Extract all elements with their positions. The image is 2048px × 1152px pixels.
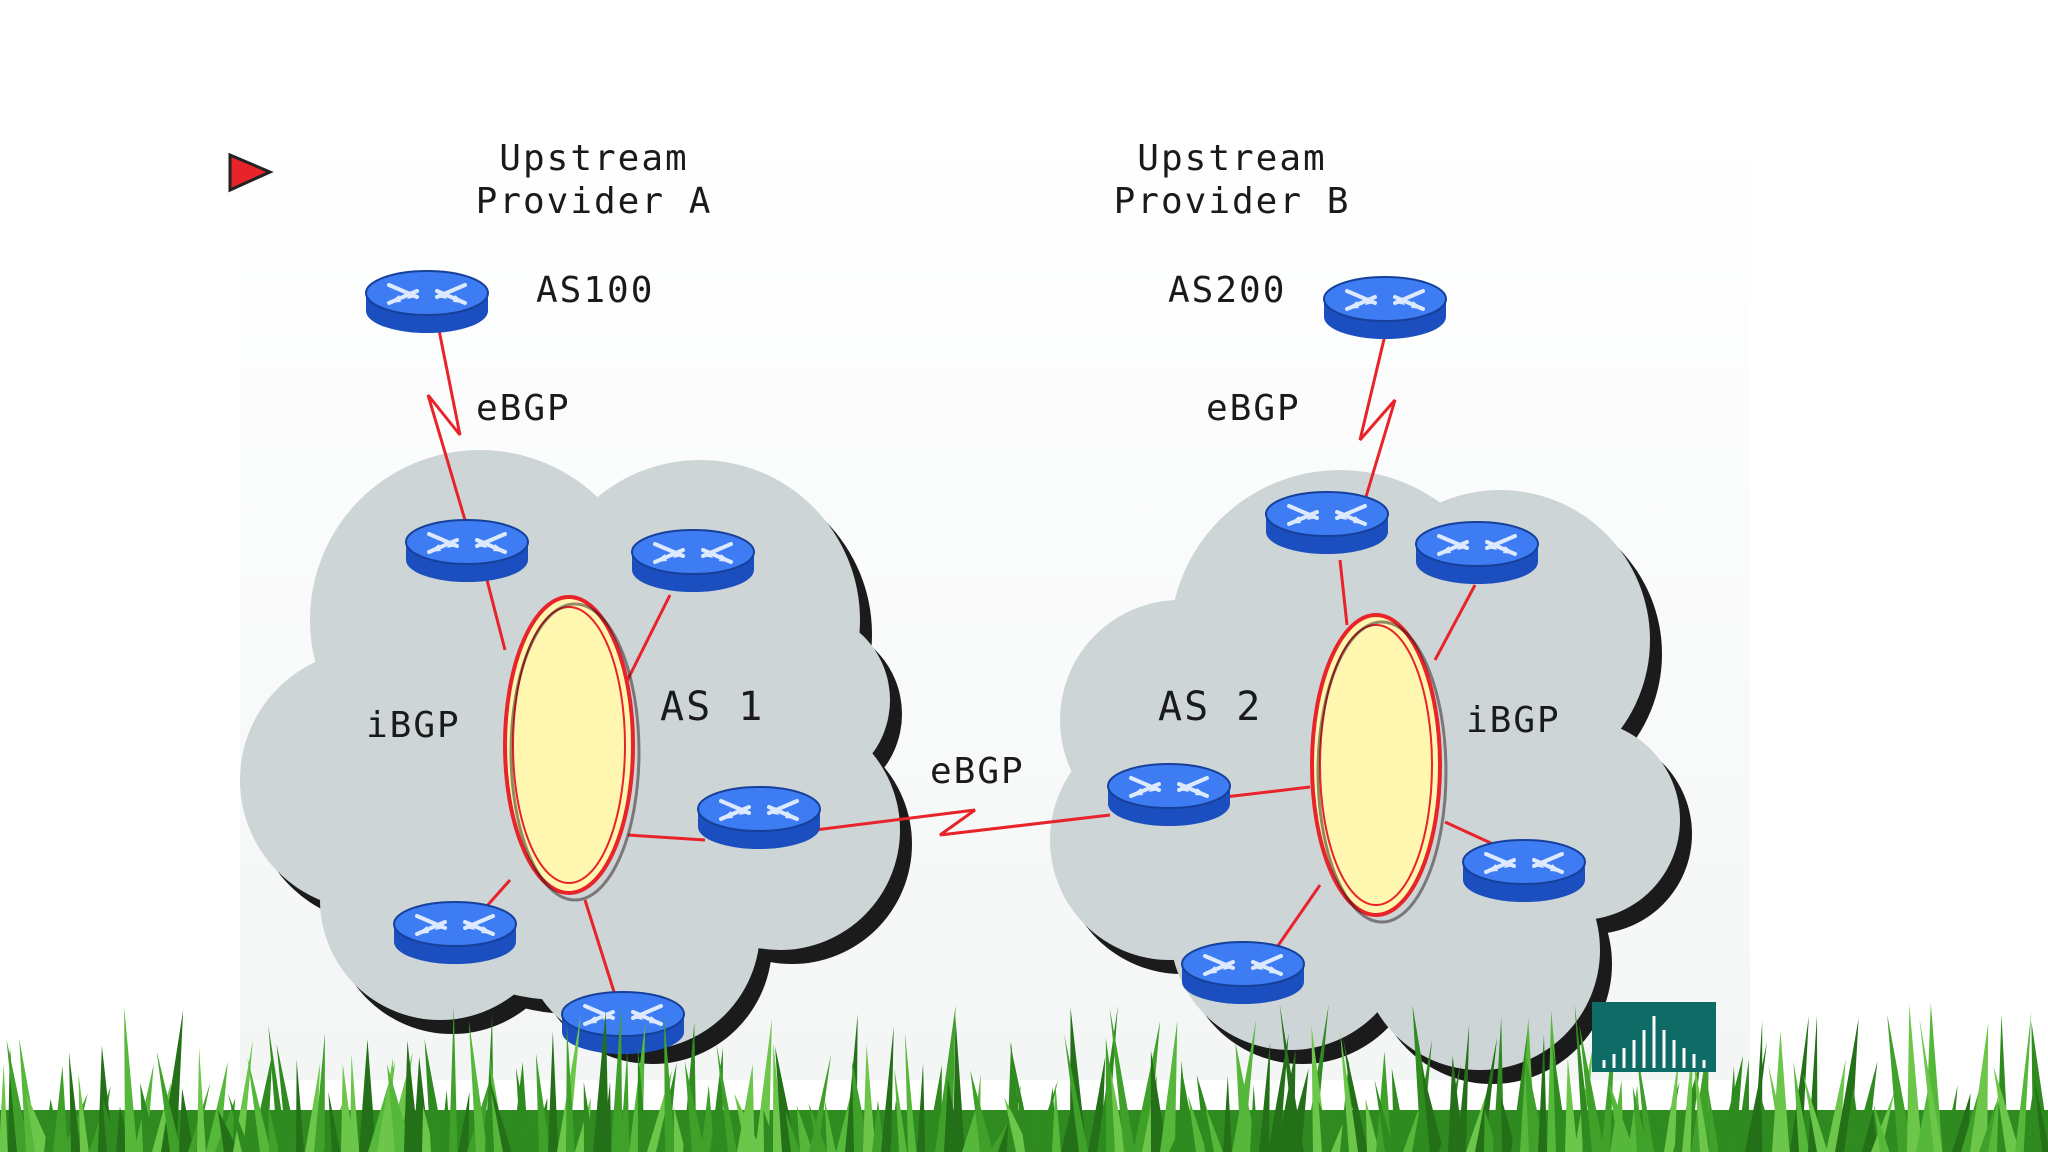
as2-label: AS 2 bbox=[1158, 684, 1262, 730]
ibgp-mesh-as1 bbox=[503, 595, 641, 902]
router-icon-as200 bbox=[1322, 275, 1448, 341]
router-icon-as1-top-left bbox=[404, 518, 530, 584]
router-icon-as2-top-left bbox=[1264, 490, 1390, 556]
red-triangle-pointer-icon bbox=[228, 152, 274, 193]
router-icon-as1-bottom-left bbox=[392, 900, 518, 966]
ibgp-mesh-as2 bbox=[1310, 613, 1448, 924]
links bbox=[426, 309, 1496, 996]
router-icon-as2-border bbox=[1106, 762, 1232, 828]
ebgp-link-as1-as2 bbox=[814, 808, 1111, 837]
as1-label: AS 1 bbox=[660, 684, 764, 730]
ebgp-link-as100 bbox=[426, 309, 467, 521]
ibgp-label-as1: iBGP bbox=[366, 705, 461, 746]
ebgp-label-b: eBGP bbox=[1206, 388, 1301, 429]
router-icon-as2-bottom bbox=[1180, 940, 1306, 1006]
provider-b-title-line1: Upstream bbox=[1137, 138, 1326, 179]
as200-label: AS200 bbox=[1168, 270, 1286, 311]
cisco-logo-icon bbox=[1592, 1002, 1716, 1072]
diagram-labels: Upstream Provider A Upstream Provider B … bbox=[366, 138, 1561, 792]
ebgp-label-middle: eBGP bbox=[930, 751, 1025, 792]
router-icon-as1-border bbox=[696, 785, 822, 851]
provider-a-title-line1: Upstream bbox=[499, 138, 688, 179]
provider-a-title-line2: Provider A bbox=[476, 181, 713, 222]
provider-b-title-line2: Provider B bbox=[1114, 181, 1351, 222]
router-icon-as2-top-right bbox=[1414, 520, 1540, 586]
as100-label: AS100 bbox=[536, 270, 654, 311]
grass-strip bbox=[0, 1002, 2048, 1152]
router-icon-as100 bbox=[364, 269, 490, 335]
ebgp-link-as200 bbox=[1358, 334, 1397, 501]
ibgp-label-as2: iBGP bbox=[1466, 700, 1561, 741]
router-icon-as2-right bbox=[1461, 838, 1587, 904]
router-icon-as1-top-right bbox=[630, 528, 756, 594]
ebgp-label-a: eBGP bbox=[476, 388, 571, 429]
